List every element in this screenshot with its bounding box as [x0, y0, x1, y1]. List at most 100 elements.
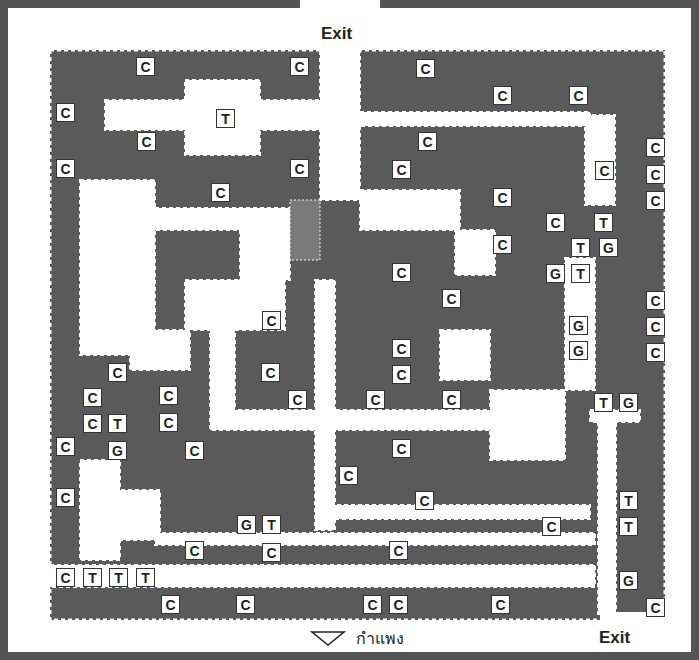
- wall-label: กำแพง: [354, 630, 406, 648]
- exit-label: Exit: [597, 628, 632, 647]
- letter-marker: C: [389, 595, 408, 614]
- marker-letter: C: [163, 389, 173, 403]
- letter-marker: C: [56, 488, 75, 507]
- marker-letter: C: [294, 162, 304, 176]
- marker-letter: C: [396, 266, 406, 280]
- letter-marker: C: [569, 86, 588, 105]
- letter-marker: C: [493, 86, 512, 105]
- letter-marker: G: [619, 571, 638, 590]
- letter-marker: T: [262, 515, 281, 534]
- marker-letter: T: [624, 520, 633, 534]
- marker-letter: C: [165, 598, 175, 612]
- letter-marker: C: [236, 595, 255, 614]
- letter-marker: C: [363, 595, 382, 614]
- marker-letter: C: [550, 216, 560, 230]
- letter-marker: C: [288, 390, 307, 409]
- marker-letter: G: [623, 396, 634, 410]
- marker-letter: C: [266, 314, 276, 328]
- letter-marker: C: [416, 59, 435, 78]
- letter-marker: C: [161, 595, 180, 614]
- marker-letter: C: [189, 444, 199, 458]
- letter-marker: T: [594, 393, 613, 412]
- letter-marker: C: [442, 390, 461, 409]
- marker-letter: C: [112, 366, 122, 380]
- letter-marker: C: [108, 363, 127, 382]
- marker-letter: G: [573, 344, 584, 358]
- marker-letter: G: [573, 319, 584, 333]
- letter-marker: T: [136, 568, 155, 587]
- letter-marker: G: [108, 441, 127, 460]
- marker-letter: C: [396, 342, 406, 356]
- letter-marker: T: [83, 568, 102, 587]
- exit-gap: [300, 0, 380, 50]
- marker-letter: T: [624, 494, 633, 508]
- marker-letter: C: [292, 393, 302, 407]
- exit-label: Exit: [319, 24, 354, 43]
- marker-letter: C: [446, 393, 456, 407]
- corridors: [50, 40, 640, 615]
- letter-marker: T: [571, 264, 590, 283]
- letter-marker: C: [56, 103, 75, 122]
- letter-marker: C: [185, 541, 204, 560]
- letter-marker: C: [56, 159, 75, 178]
- letter-marker: G: [569, 341, 588, 360]
- marker-letter: C: [650, 294, 660, 308]
- marker-letter: C: [573, 89, 583, 103]
- marker-letter: C: [163, 416, 173, 430]
- marker-letter: C: [60, 491, 70, 505]
- marker-letter: T: [88, 571, 97, 585]
- marker-letter: C: [650, 141, 660, 155]
- letter-marker: C: [185, 441, 204, 460]
- letter-marker: C: [56, 568, 75, 587]
- marker-letter: C: [497, 89, 507, 103]
- letter-marker: C: [136, 57, 155, 76]
- marker-letter: T: [141, 571, 150, 585]
- marker-letter: C: [215, 186, 225, 200]
- marker-letter: T: [114, 571, 123, 585]
- letter-marker: C: [392, 263, 411, 282]
- marker-letter: G: [603, 241, 614, 255]
- letter-marker: C: [83, 414, 102, 433]
- marker-letter: C: [60, 162, 70, 176]
- letter-marker: T: [619, 517, 638, 536]
- marker-letter: T: [599, 216, 608, 230]
- marker-letter: C: [60, 440, 70, 454]
- marker-letter: C: [60, 571, 70, 585]
- letter-marker: C: [646, 317, 665, 336]
- letter-marker: T: [108, 414, 127, 433]
- marker-letter: G: [550, 267, 561, 281]
- marker-letter: C: [240, 598, 250, 612]
- marker-letter: C: [650, 168, 660, 182]
- marker-letter: C: [393, 544, 403, 558]
- marker-letter: C: [420, 62, 430, 76]
- letter-marker: C: [56, 437, 75, 456]
- letter-marker: C: [415, 491, 434, 510]
- letter-marker: T: [571, 238, 590, 257]
- marker-letter: C: [266, 546, 276, 560]
- marker-letter: C: [343, 469, 353, 483]
- marker-letter: C: [546, 520, 556, 534]
- letter-marker: C: [211, 183, 230, 202]
- letter-marker: C: [290, 57, 309, 76]
- letter-marker: C: [442, 289, 461, 308]
- letter-marker: C: [392, 160, 411, 179]
- marker-letter: C: [141, 135, 151, 149]
- marker-letter: C: [422, 135, 432, 149]
- marker-letter: C: [419, 494, 429, 508]
- letter-marker: C: [159, 413, 178, 432]
- marker-letter: T: [113, 417, 122, 431]
- letter-marker: C: [366, 390, 385, 409]
- letter-marker: G: [237, 515, 256, 534]
- marker-letter: C: [446, 292, 456, 306]
- letter-marker: C: [491, 595, 510, 614]
- marker-letter: C: [87, 391, 97, 405]
- marker-letter: C: [393, 598, 403, 612]
- letter-marker: C: [262, 311, 281, 330]
- letter-marker: C: [137, 132, 156, 151]
- letter-marker: T: [594, 213, 613, 232]
- letter-marker: G: [599, 238, 618, 257]
- marker-letter: T: [221, 112, 230, 126]
- marker-letter: C: [599, 164, 609, 178]
- letter-marker: C: [646, 291, 665, 310]
